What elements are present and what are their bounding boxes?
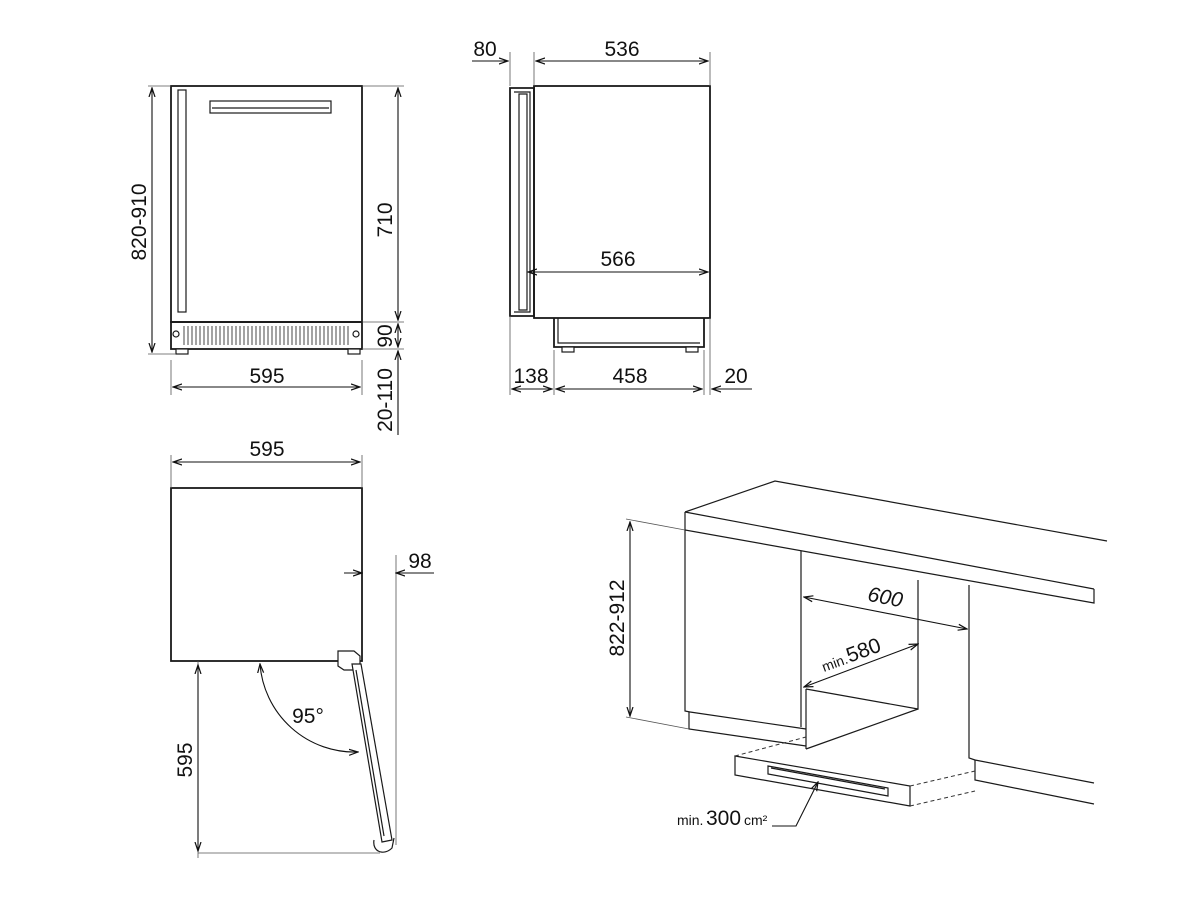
side-foot-front xyxy=(561,346,575,353)
front-plinth-grille xyxy=(170,321,363,350)
vent-area-unit: cm² xyxy=(744,812,768,828)
top-door-handle xyxy=(373,837,395,853)
side-base-depth-label: 458 xyxy=(612,365,647,388)
side-front-offset-label: 138 xyxy=(513,365,548,388)
front-cabinet-body xyxy=(170,85,363,323)
front-height-feet-label: 20-110 xyxy=(374,368,397,432)
front-height-body-label: 710 xyxy=(374,202,397,237)
top-side-clearance-label: 98 xyxy=(408,550,431,573)
front-door-hinge-strip xyxy=(177,89,187,313)
top-open-door xyxy=(351,663,393,843)
grille-slots xyxy=(183,326,349,345)
niche-depth-value: 580 xyxy=(843,634,884,668)
top-width-label: 595 xyxy=(249,438,284,461)
vent-area-prefix: min. xyxy=(677,812,703,828)
front-view: 820-910 710 90 20-110 595 xyxy=(128,85,404,435)
countertop xyxy=(684,480,1108,542)
side-body-depth-label: 536 xyxy=(604,38,639,61)
front-foot-left xyxy=(175,348,189,355)
side-cabinet-body xyxy=(533,85,711,319)
vent-area-value: 300 xyxy=(706,807,741,830)
niche-height-label: 822-912 xyxy=(606,579,629,656)
top-view: 595 98 595 95° xyxy=(170,438,434,858)
left-cabinet xyxy=(684,530,691,713)
top-angle-arc xyxy=(260,664,358,752)
vent-grille xyxy=(734,755,911,807)
side-rear-gap-label: 20 xyxy=(724,365,747,388)
vent-leader xyxy=(772,782,818,827)
niche-depth-label: min. 580 xyxy=(820,634,884,675)
front-height-plinth-label: 90 xyxy=(374,324,397,347)
front-height-total-label: 820-910 xyxy=(128,183,151,260)
front-foot-right xyxy=(347,348,361,355)
side-door-depth-label: 80 xyxy=(473,38,496,61)
top-cabinet-outline xyxy=(170,487,363,662)
side-view: 80 536 566 138 458 20 xyxy=(472,38,752,395)
vent-area-label: min. 300 cm² xyxy=(677,807,768,830)
installation-view: 822-912 600 min. 580 min. 300 cm² xyxy=(606,480,1108,830)
top-angle-label: 95° xyxy=(292,705,324,728)
front-door-handle xyxy=(209,100,332,114)
top-door-swing-label: 595 xyxy=(174,742,197,777)
niche-width-label: 600 xyxy=(866,583,905,612)
side-foot-rear xyxy=(685,346,699,353)
front-width-label: 595 xyxy=(249,365,284,388)
right-cabinet xyxy=(968,585,976,761)
side-base xyxy=(553,318,705,348)
side-inner-depth-label: 566 xyxy=(600,248,635,271)
